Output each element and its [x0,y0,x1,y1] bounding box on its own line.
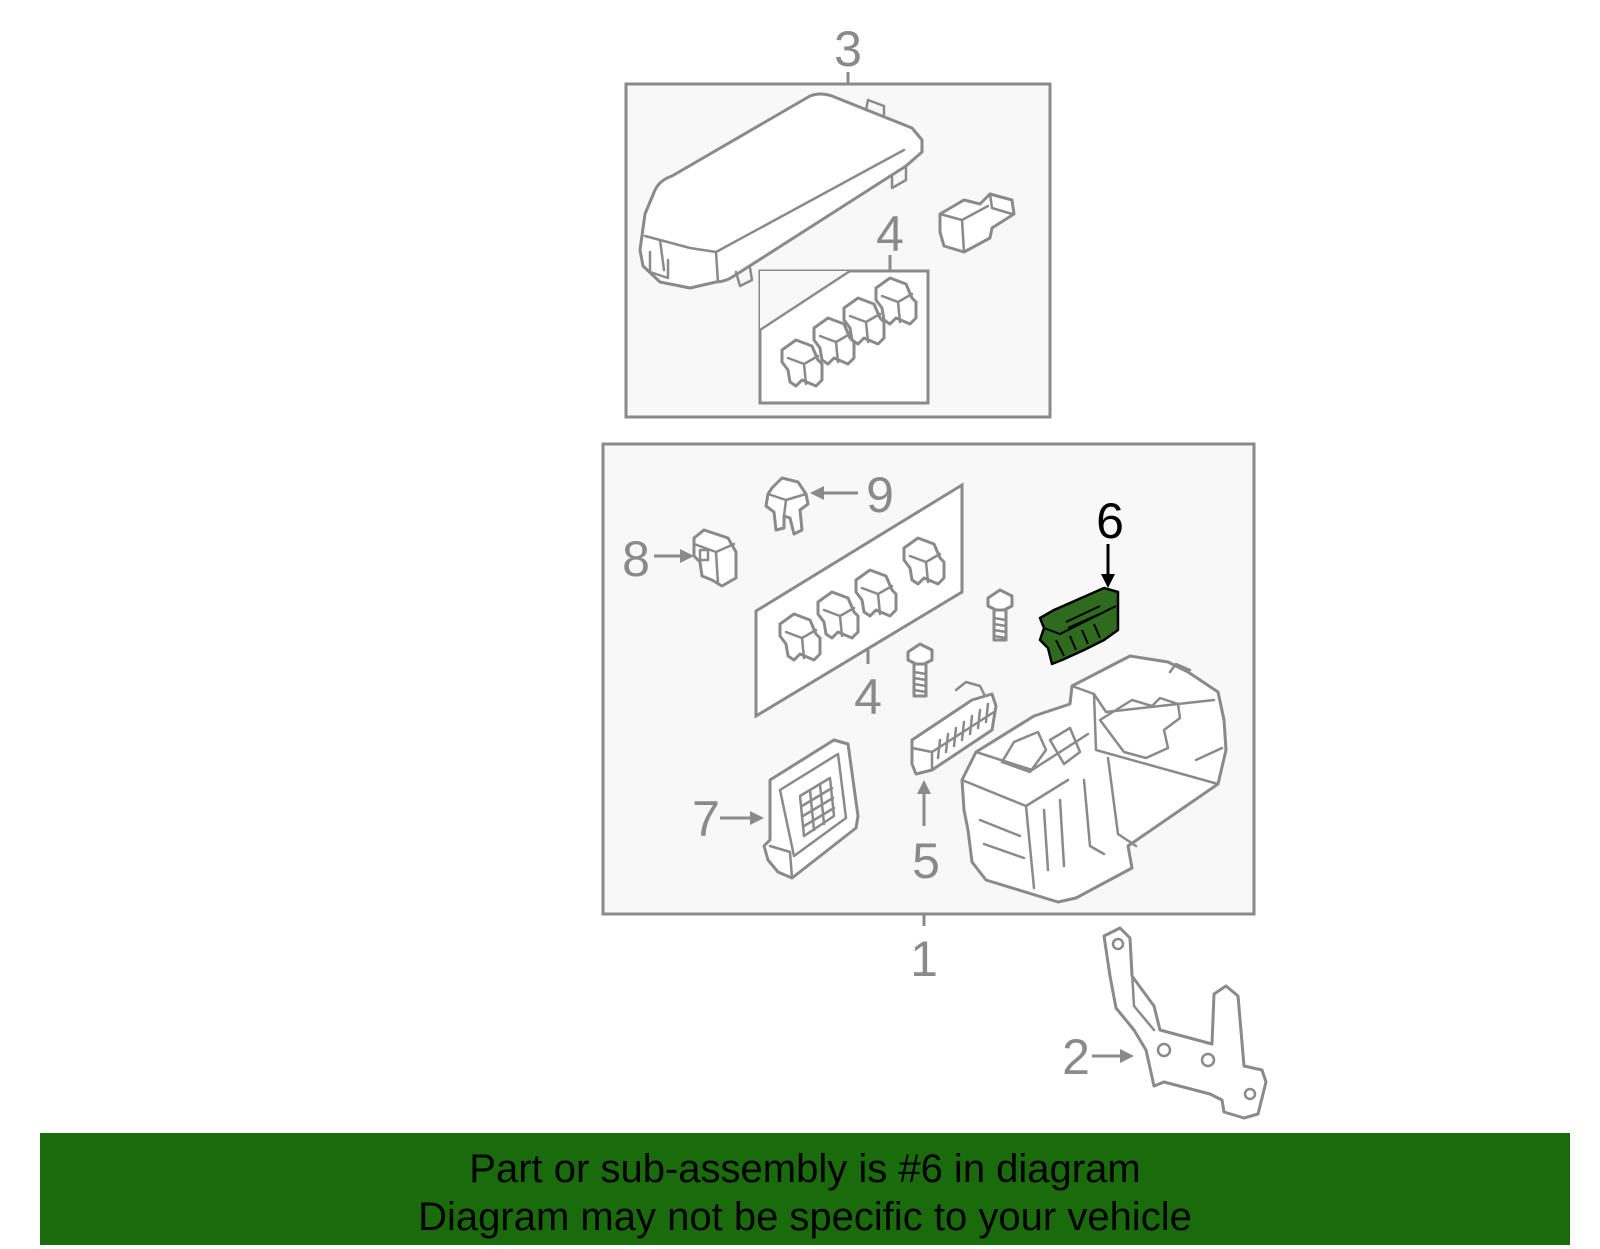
arrow-6-head [1101,574,1115,588]
callout-8: 8 [622,531,650,587]
callout-1: 1 [910,931,938,987]
cover-assembly-group: 3 4 [624,21,1052,419]
relay-bottom-4[interactable] [902,536,946,586]
relay-bottom-2[interactable] [816,590,860,640]
arrow-5-head [917,780,931,794]
info-banner: Part or sub-assembly is #6 in diagram Di… [40,1133,1570,1245]
relay-top-2[interactable] [812,316,856,366]
callout-4-bottom: 4 [854,669,882,725]
bolt-lower[interactable] [906,642,934,698]
relay-top-4[interactable] [874,276,918,326]
fuse-box-body-part-1[interactable] [960,654,1228,904]
arrow-7-head [750,811,764,825]
small-relay-connector[interactable] [938,192,1016,254]
clip-part-9[interactable] [764,476,810,536]
cover-part-7[interactable] [762,738,860,880]
fuse-strip-part-5[interactable] [910,680,998,776]
callout-7: 7 [692,791,720,847]
callout-3: 3 [834,21,862,77]
fuse-box-cover[interactable] [638,92,924,290]
banner-line-1: Part or sub-assembly is #6 in diagram [469,1147,1141,1191]
highlighted-part-6[interactable] [1038,586,1120,666]
banner-line-2: Diagram may not be specific to your vehi… [418,1195,1192,1239]
callout-6: 6 [1096,493,1124,549]
callout-2: 2 [1062,1029,1090,1085]
relay-top-1[interactable] [780,338,824,388]
relay-top-3[interactable] [842,296,886,346]
connector-part-8[interactable] [692,528,738,588]
arrow-8-head [680,549,694,563]
callout-5: 5 [912,833,940,889]
bolt-upper[interactable] [986,588,1014,642]
fuse-box-assembly-group: 1 4 5 7 8 9 [601,442,1256,987]
callout-4-top: 4 [876,206,904,262]
callout-9: 9 [866,467,894,523]
relay-bottom-3[interactable] [854,568,898,618]
relay-bottom-1[interactable] [778,612,822,662]
arrow-2-head [1120,1049,1134,1063]
bracket-part-2[interactable] [1102,926,1268,1120]
arrow-9-head [810,486,824,500]
